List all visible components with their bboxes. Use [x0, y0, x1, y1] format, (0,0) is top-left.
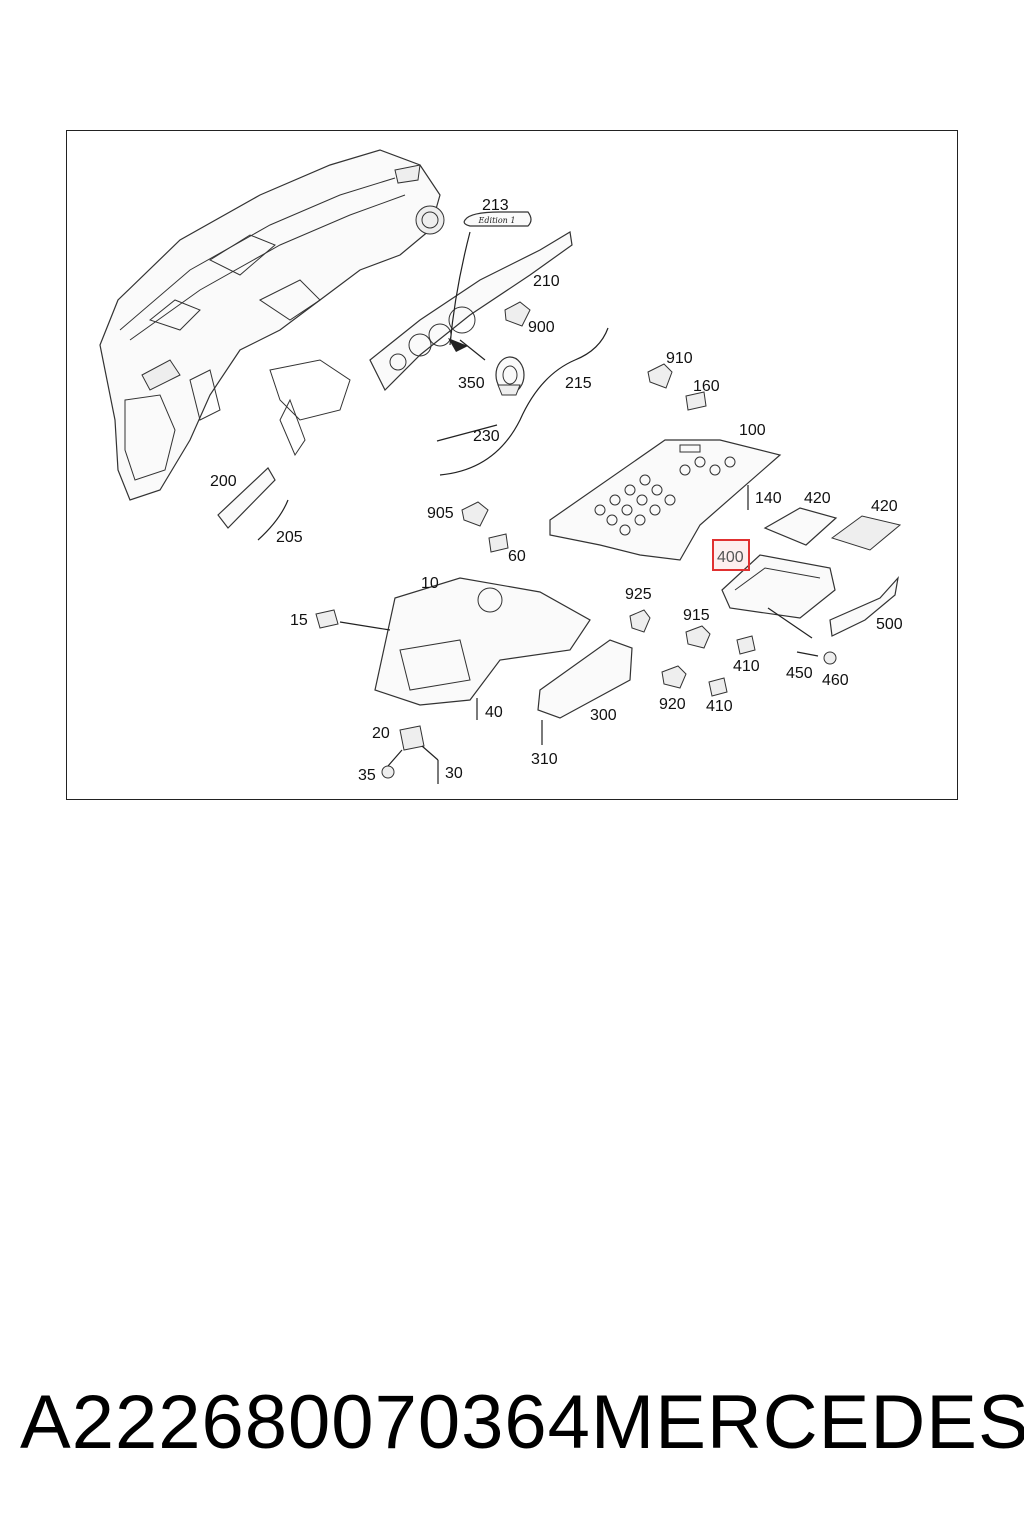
- part-10-bracket: [374, 577, 591, 706]
- part-300-module: [537, 639, 633, 719]
- callout-420-b: 420: [871, 498, 898, 515]
- part-210-trim-panel: [369, 231, 573, 392]
- callout-60: 60: [508, 548, 526, 565]
- part-410-clip-b: [708, 677, 728, 697]
- callout-500: 500: [876, 616, 903, 633]
- callout-450: 450: [786, 665, 813, 682]
- part-200-panel: [217, 467, 276, 529]
- callout-215: 215: [565, 375, 592, 392]
- callout-410-b: 410: [706, 698, 733, 715]
- dashboard-assembly: [99, 149, 445, 501]
- part-215-cable: [439, 327, 609, 476]
- part-160-clip: [685, 391, 707, 411]
- part-925-pad: [629, 609, 651, 633]
- part-460-nut: [823, 651, 837, 665]
- callout-20: 20: [372, 725, 390, 742]
- callout-100: 100: [739, 422, 766, 439]
- part-915-pad: [685, 625, 711, 649]
- callout-160: 160: [693, 378, 720, 395]
- highlight-box: [712, 539, 750, 571]
- callout-15: 15: [290, 612, 308, 629]
- callout-310: 310: [531, 751, 558, 768]
- callout-925: 925: [625, 586, 652, 603]
- part-410-clip-a: [736, 635, 756, 655]
- part-15-nut: [315, 609, 339, 629]
- part-450-screw: [796, 651, 819, 657]
- part-910-pad: [647, 363, 673, 389]
- part-20-block: [399, 725, 425, 751]
- callout-213: 213: [482, 197, 509, 214]
- callout-200: 200: [210, 473, 237, 490]
- callout-400: 400: [717, 549, 744, 566]
- callout-900: 900: [528, 319, 555, 336]
- exploded-parts-diagram: Edition 1: [99, 149, 903, 784]
- part-350-speaker: [495, 356, 525, 396]
- part-920-pad: [661, 665, 687, 689]
- part-230-rod: [436, 424, 498, 442]
- part-400-module: [721, 554, 836, 619]
- callout-10: 10: [421, 575, 439, 592]
- part-420-insert: [830, 515, 902, 551]
- brand-name: MERCEDES: [590, 1379, 1024, 1465]
- part-905-pad: [461, 501, 489, 527]
- part-213-badge: Edition 1: [463, 211, 532, 227]
- edition-badge-text: Edition 1: [478, 216, 516, 225]
- callout-35: 35: [358, 767, 376, 784]
- callout-915: 915: [683, 607, 710, 624]
- callout-230: 230: [473, 428, 500, 445]
- part-100-grille: [549, 439, 782, 561]
- callout-205: 205: [276, 529, 303, 546]
- part-35-nut: [381, 765, 395, 779]
- callout-30: 30: [445, 765, 463, 782]
- part-60-clip: [488, 533, 509, 553]
- callout-410-a: 410: [733, 658, 760, 675]
- callout-460: 460: [822, 672, 849, 689]
- callout-910: 910: [666, 350, 693, 367]
- callout-300: 300: [590, 707, 617, 724]
- callout-350: 350: [458, 375, 485, 392]
- callout-40: 40: [485, 704, 503, 721]
- callout-420-a: 420: [804, 490, 831, 507]
- part-900-pad: [504, 301, 531, 327]
- callout-920: 920: [659, 696, 686, 713]
- callout-210: 210: [533, 273, 560, 290]
- part-500-trim: [829, 576, 899, 637]
- part-205-rod: [257, 499, 289, 541]
- callout-905: 905: [427, 505, 454, 522]
- part-number: A222680070364: [20, 1379, 591, 1465]
- caption-bar: A222680070364 MERCEDES: [20, 1372, 1024, 1472]
- part-420-frame: [763, 507, 838, 546]
- callout-140: 140: [755, 490, 782, 507]
